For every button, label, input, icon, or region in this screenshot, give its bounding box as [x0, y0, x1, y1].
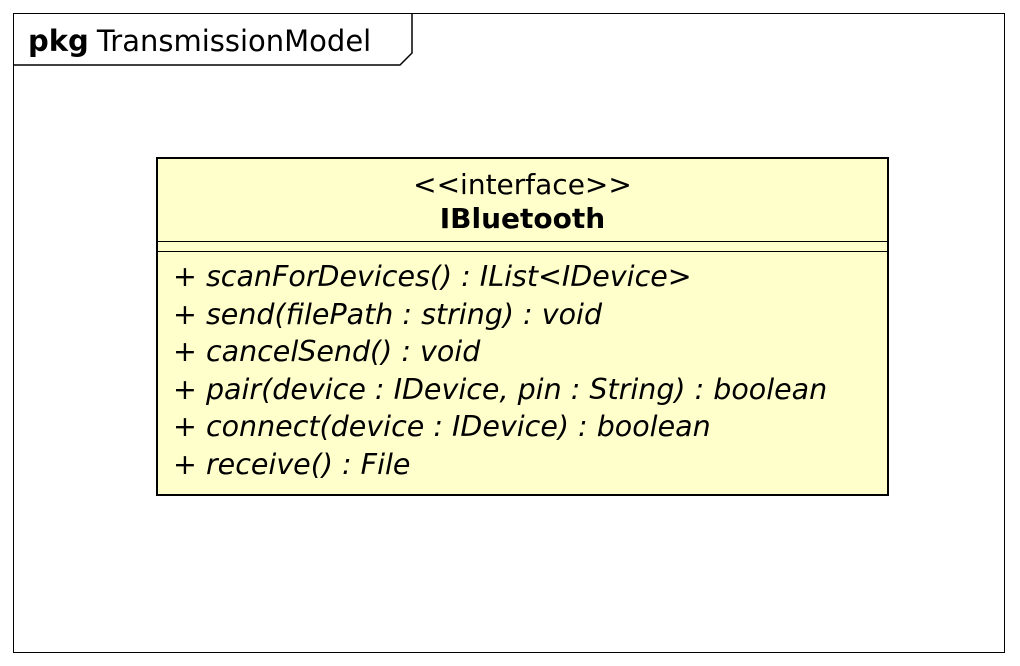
operation-send: + send(filePath : string) : void	[173, 297, 603, 331]
operation-scan-for-devices: + scanForDevices() : IList<IDevice>	[173, 260, 692, 293]
interface-ibluetooth: <<interface>> IBluetooth + scanForDevice…	[156, 157, 889, 496]
stereotype-label: <<interface>>	[413, 168, 632, 201]
operation-pair: + pair(device : IDevice, pin : String) :…	[173, 372, 828, 406]
operations-compartment: + scanForDevices() : IList<IDevice> + se…	[158, 252, 887, 484]
class-name: IBluetooth	[439, 202, 606, 235]
package-tab-outline	[14, 14, 413, 66]
class-header: <<interface>> IBluetooth	[158, 159, 887, 242]
package-name: TransmissionModel	[96, 24, 372, 58]
package-keyword: pkg	[28, 24, 89, 58]
attributes-compartment	[158, 242, 887, 252]
operation-receive: + receive() : File	[173, 447, 411, 481]
operation-connect: + connect(device : IDevice) : boolean	[173, 410, 711, 444]
operation-cancel-send: + cancelSend() : void	[173, 335, 481, 369]
